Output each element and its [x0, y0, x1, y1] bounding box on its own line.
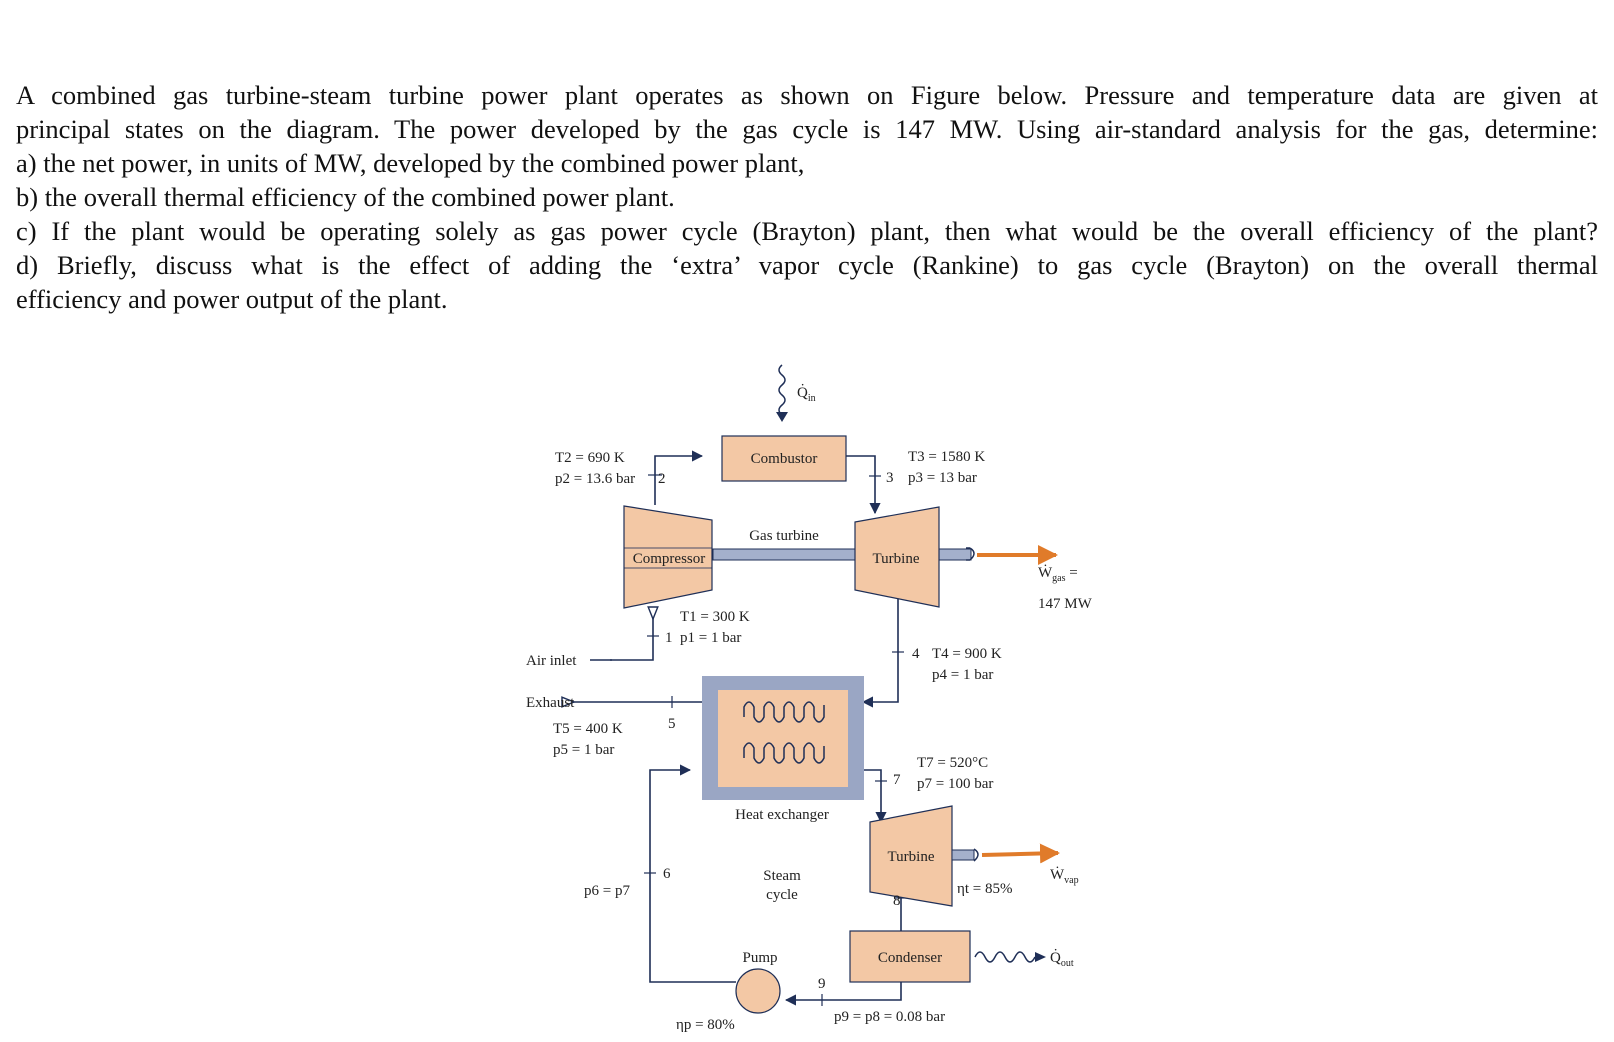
w-gas-value: 147 MW [1038, 596, 1093, 612]
line-6 [649, 764, 736, 983]
problem-line: c) If the plant would be operating solel… [16, 216, 1598, 246]
q-out-arrowhead [1035, 952, 1046, 962]
state-7-number: 7 [893, 772, 901, 788]
state-1-number: 1 [665, 630, 673, 646]
steam-cycle-label-1: Steam [763, 868, 801, 884]
gas-turbine-title: Gas turbine [749, 528, 819, 544]
w-vap-label: Ẇvap [1050, 866, 1079, 886]
steam-cycle-label-2: cycle [766, 887, 798, 903]
shaft [712, 548, 972, 561]
state-3-pressure: p3 = 13 bar [908, 470, 977, 486]
heat-exchanger-coil-upper [743, 701, 825, 723]
q-in-wave [778, 364, 786, 416]
state-4-number: 4 [912, 646, 920, 662]
pump-efficiency: ηp = 80% [676, 1017, 735, 1033]
state-3-temperature: T3 = 1580 K [908, 449, 985, 465]
state-1-temperature: T1 = 300 K [680, 609, 750, 625]
state-4-pressure: p4 = 1 bar [932, 667, 993, 683]
state-2-temperature: T2 = 690 K [555, 450, 625, 466]
state-9-pressure: p9 = p8 = 0.08 bar [834, 1009, 945, 1025]
steam-shaft [951, 849, 975, 861]
steam-turbine-label: Turbine [888, 849, 935, 865]
state-5-temperature: T5 = 400 K [553, 721, 623, 737]
state-3-number: 3 [886, 470, 894, 486]
line-9 [784, 982, 902, 1006]
air-inlet-label: Air inlet [526, 653, 577, 669]
state-2-pressure: p2 = 13.6 bar [555, 471, 635, 487]
state-2-number: 2 [658, 471, 666, 487]
line-4 [861, 595, 899, 708]
state-7-temperature: T7 = 520°C [917, 755, 988, 771]
compressor-shape [623, 505, 713, 609]
combustor-label: Combustor [751, 451, 818, 467]
pump-circle [735, 968, 781, 1014]
q-in-label: Q̇in [797, 384, 816, 404]
compressor-label: Compressor [633, 551, 706, 567]
state-5-number: 5 [668, 716, 676, 732]
w-vap-arrow [981, 843, 1060, 864]
problem-statement: A combined gas turbine-steam turbine pow… [16, 78, 1598, 316]
line-1 [610, 607, 653, 661]
combustor-box [721, 435, 847, 482]
exhaust-label: Exhaust [526, 695, 575, 711]
state-6-number: 6 [663, 866, 671, 882]
gas-turbine-label: Turbine [873, 551, 920, 567]
steam-shaft-coupling [973, 848, 979, 862]
condenser-box [849, 930, 971, 983]
turbine-efficiency: ηt = 85% [957, 881, 1012, 897]
heat-exchanger-core [718, 690, 848, 787]
steam-turbine-shape [869, 805, 953, 907]
problem-line: principal states on the diagram. The pow… [16, 114, 1598, 144]
compressor-label-box [623, 547, 713, 569]
state-6-pressure: p6 = p7 [584, 883, 630, 899]
state-5-pressure: p5 = 1 bar [553, 742, 614, 758]
pump-label: Pump [742, 950, 777, 966]
state-9-number: 9 [818, 976, 826, 992]
w-gas-label: Ẇgas = [1038, 564, 1078, 584]
q-in-arrowhead [776, 412, 788, 422]
heat-exchanger-coil-lower [743, 742, 825, 764]
problem-line: efficiency and power output of the plant… [16, 284, 448, 314]
gas-turbine-shape [854, 506, 940, 608]
problem-line: A combined gas turbine-steam turbine pow… [16, 80, 1598, 110]
state-1-pressure: p1 = 1 bar [680, 630, 741, 646]
heat-exchanger-label: Heat exchanger [735, 807, 829, 823]
line-3 [846, 455, 881, 515]
state-8-number: 8 [893, 893, 901, 909]
state-7-pressure: p7 = 100 bar [917, 776, 993, 792]
q-out-wave [974, 951, 1036, 963]
problem-line: d) Briefly, discuss what is the effect o… [16, 250, 1598, 280]
line-2 [654, 450, 704, 505]
q-out-label: Q̇out [1050, 949, 1074, 969]
problem-line: b) the overall thermal efficiency of the… [16, 182, 675, 212]
state-4-temperature: T4 = 900 K [932, 646, 1002, 662]
problem-line: a) the net power, in units of MW, develo… [16, 148, 805, 178]
condenser-label: Condenser [878, 950, 942, 966]
shaft-coupling [966, 547, 975, 561]
